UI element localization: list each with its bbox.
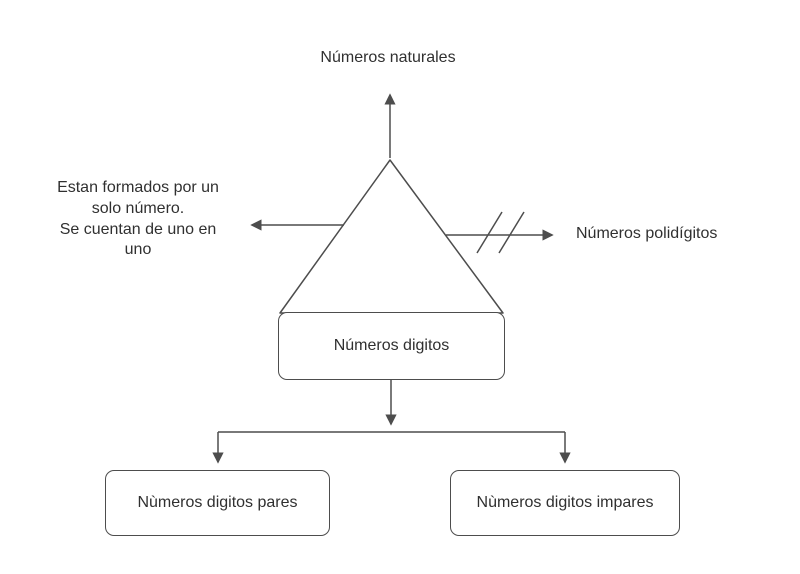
- node-numeros-digitos-label: Números digitos: [333, 337, 450, 354]
- slash-mark-1: [476, 211, 503, 254]
- slash-mark-2: [498, 211, 525, 254]
- node-numeros-digitos-pares-label: Nùmeros digitos pares: [137, 494, 298, 511]
- triangle-shape: [279, 159, 504, 314]
- node-numeros-digitos-impares-label: Nùmeros digitos impares: [476, 494, 654, 511]
- node-numeros-digitos-pares: Nùmeros digitos pares: [105, 470, 330, 536]
- node-numeros-digitos: Números digitos: [278, 312, 505, 380]
- note-digit-description: Estan formados por un solo número. Se cu…: [57, 179, 219, 259]
- label-numeros-naturales: Números naturales: [320, 49, 456, 66]
- node-numeros-digitos-impares: Nùmeros digitos impares: [450, 470, 680, 536]
- label-numeros-polidigitos: Números polidígitos: [576, 225, 718, 242]
